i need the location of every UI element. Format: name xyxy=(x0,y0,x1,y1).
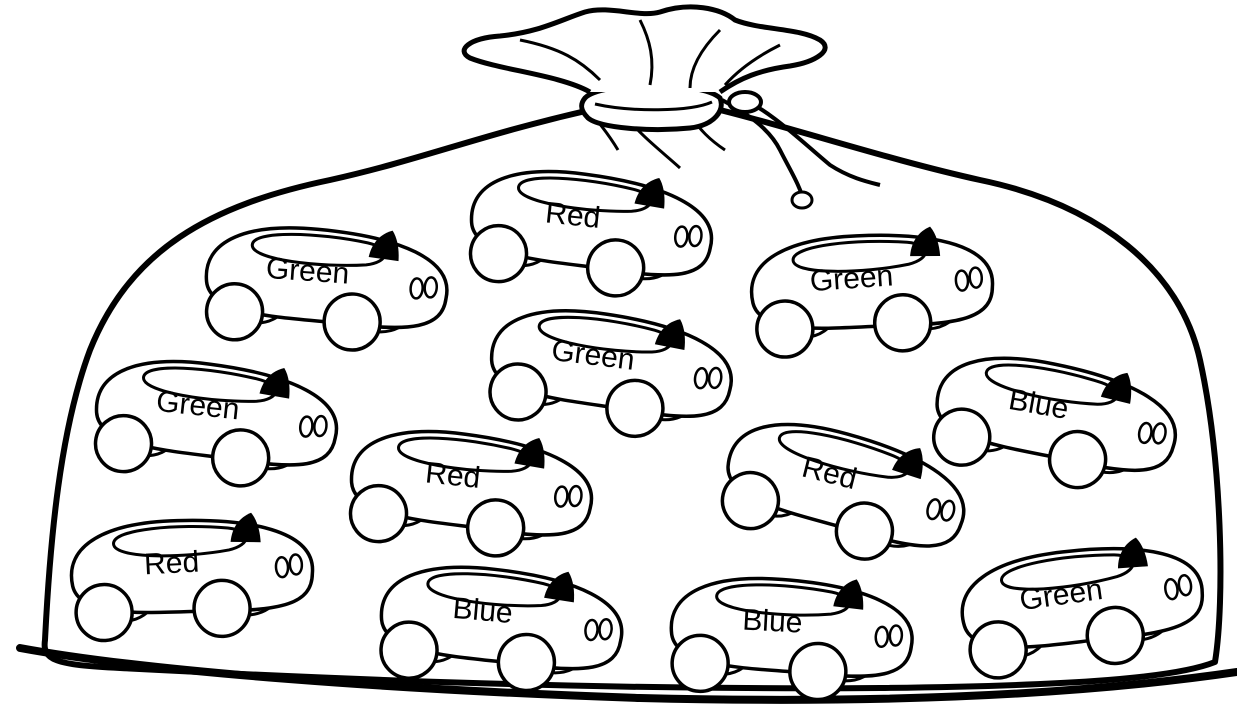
sack-bottom-shadow xyxy=(16,644,1237,704)
car-color-label: Red xyxy=(143,546,200,582)
car-9: Red xyxy=(66,507,318,646)
car-color-label: Red xyxy=(424,456,482,495)
sack-tie-end xyxy=(790,190,814,210)
car-color-label: Blue xyxy=(742,604,804,640)
car-color-label: Green xyxy=(265,252,350,291)
sack-tie-string-2 xyxy=(734,93,881,187)
sack-ruffle-fold-4 xyxy=(723,43,781,86)
sack-tie-loop xyxy=(727,90,763,114)
car-10: Blue xyxy=(374,554,629,701)
car-4: Green xyxy=(482,295,740,450)
car-6: Blue xyxy=(924,339,1187,505)
car-5: Green xyxy=(88,347,345,498)
car-7: Red xyxy=(343,417,600,568)
sack-ruffle-fold-1 xyxy=(519,38,602,82)
sack-neck-band-inner xyxy=(594,100,713,112)
car-3: Green xyxy=(746,220,999,363)
sack-ruffle-fold-2 xyxy=(638,19,654,86)
car-color-label: Blue xyxy=(451,592,514,630)
car-color-label: Red xyxy=(544,196,602,235)
car-color-label: Green xyxy=(809,259,894,298)
car-2: Green xyxy=(200,216,453,359)
car-12: Green xyxy=(953,527,1213,686)
car-8: Red xyxy=(711,402,979,583)
sack-ruffle xyxy=(461,4,828,95)
car-11: Blue xyxy=(666,568,917,707)
car-1: Red xyxy=(463,157,720,308)
sack-ruffle-fold-3 xyxy=(688,28,722,89)
